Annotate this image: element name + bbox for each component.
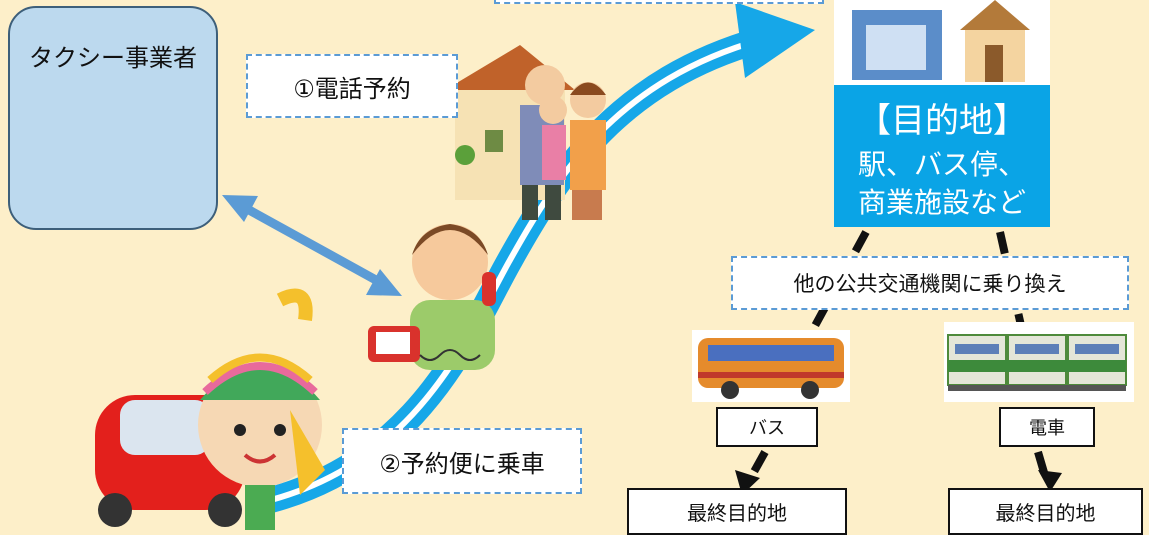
board-reservation-label: ②予約便に乗車 bbox=[342, 428, 582, 494]
train-label: 電車 bbox=[999, 407, 1095, 447]
family-house-icon bbox=[445, 45, 606, 220]
operator-box: タクシー事業者 bbox=[8, 6, 218, 230]
grandmother-phone-icon bbox=[368, 224, 496, 370]
transfer-label: 他の公共交通機関に乗り換え bbox=[731, 256, 1129, 310]
mascot-car-icon bbox=[95, 288, 325, 530]
phone-reservation-label: ①電話予約 bbox=[246, 54, 458, 118]
destination-line-1: 駅、バス停、 bbox=[857, 148, 1026, 181]
bus-icon bbox=[692, 330, 850, 402]
bus-label: バス bbox=[716, 407, 818, 447]
train-final-arrowhead bbox=[1038, 470, 1062, 492]
operator-label: タクシー事業者 bbox=[29, 44, 197, 72]
destination-title: 【目的地】 bbox=[857, 101, 1027, 141]
destination-line-2: 商業施設など bbox=[857, 186, 1026, 219]
train-icon bbox=[944, 322, 1134, 402]
operator-link-arrow bbox=[222, 195, 402, 296]
destination-building-icon bbox=[834, 0, 1050, 85]
route-arrowhead bbox=[735, 2, 815, 78]
train-final-destination-label: 最終目的地 bbox=[948, 488, 1143, 535]
destination-box: 【目的地】 駅、バス停、 商業施設など bbox=[834, 85, 1050, 227]
bus-final-destination-label: 最終目的地 bbox=[627, 488, 847, 535]
top-cutoff-box bbox=[494, 0, 824, 4]
